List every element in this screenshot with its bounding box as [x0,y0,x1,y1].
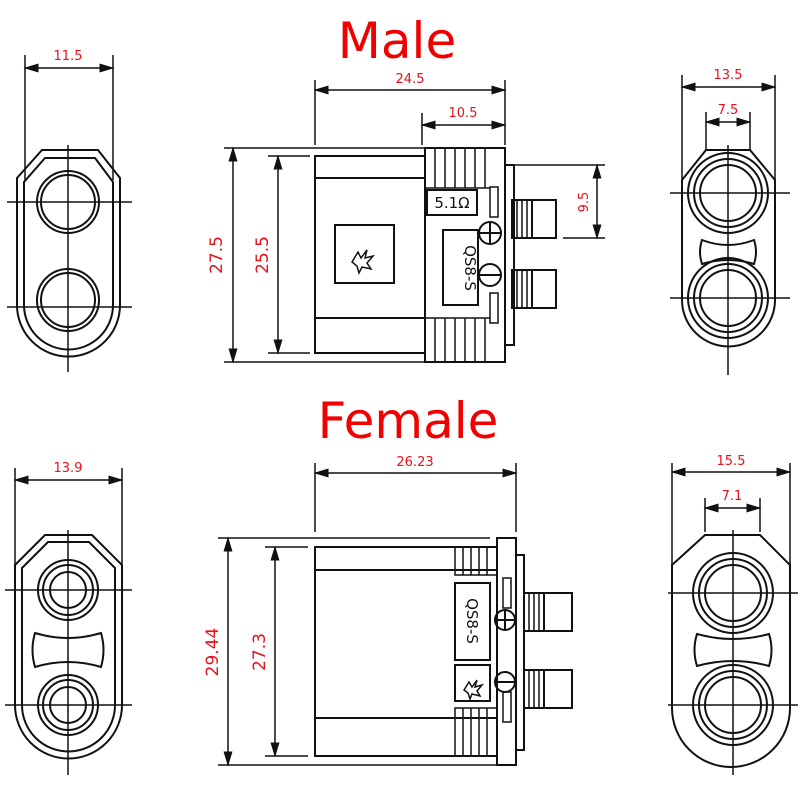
male-height-inner-label: 25.5 [253,236,273,274]
resistor-label-box [426,189,478,216]
spark-icon [351,249,376,276]
female-title: Female [318,392,499,450]
male-side-view [224,80,605,364]
female-height-inner-label: 27.3 [250,633,270,671]
male-left-width-label: 11.5 [54,49,83,64]
male-right-inner-width-label: 7.5 [718,103,739,118]
male-end-view-left [7,55,132,372]
male-pin-spacing-label: 9.5 [577,192,592,213]
male-right-width-label: 13.5 [714,68,743,83]
male-resistor-label: 5.1Ω [434,194,469,212]
female-side-view [218,463,573,767]
brand-symbol-box [454,664,491,702]
model-label-box [454,582,491,661]
male-length-label: 24.5 [396,72,425,87]
female-end-view-right [668,463,798,775]
male-title: Male [338,12,456,70]
male-height-outer-label: 27.5 [207,236,227,274]
female-right-inner-width-label: 7.1 [722,489,743,504]
female-left-width-label: 13.9 [54,461,83,476]
female-right-width-label: 15.5 [717,454,746,469]
female-height-outer-label: 29.44 [203,628,223,677]
male-head-length-label: 10.5 [449,106,478,121]
male-end-view-right [670,75,790,375]
spark-icon [462,679,485,702]
female-model-label: QS8-S [463,598,481,644]
female-length-label: 26.23 [396,455,433,470]
male-model-label: QS8-S [461,245,479,291]
brand-symbol-box [334,224,395,284]
female-end-view-left [5,468,132,775]
model-label-box [442,229,479,306]
